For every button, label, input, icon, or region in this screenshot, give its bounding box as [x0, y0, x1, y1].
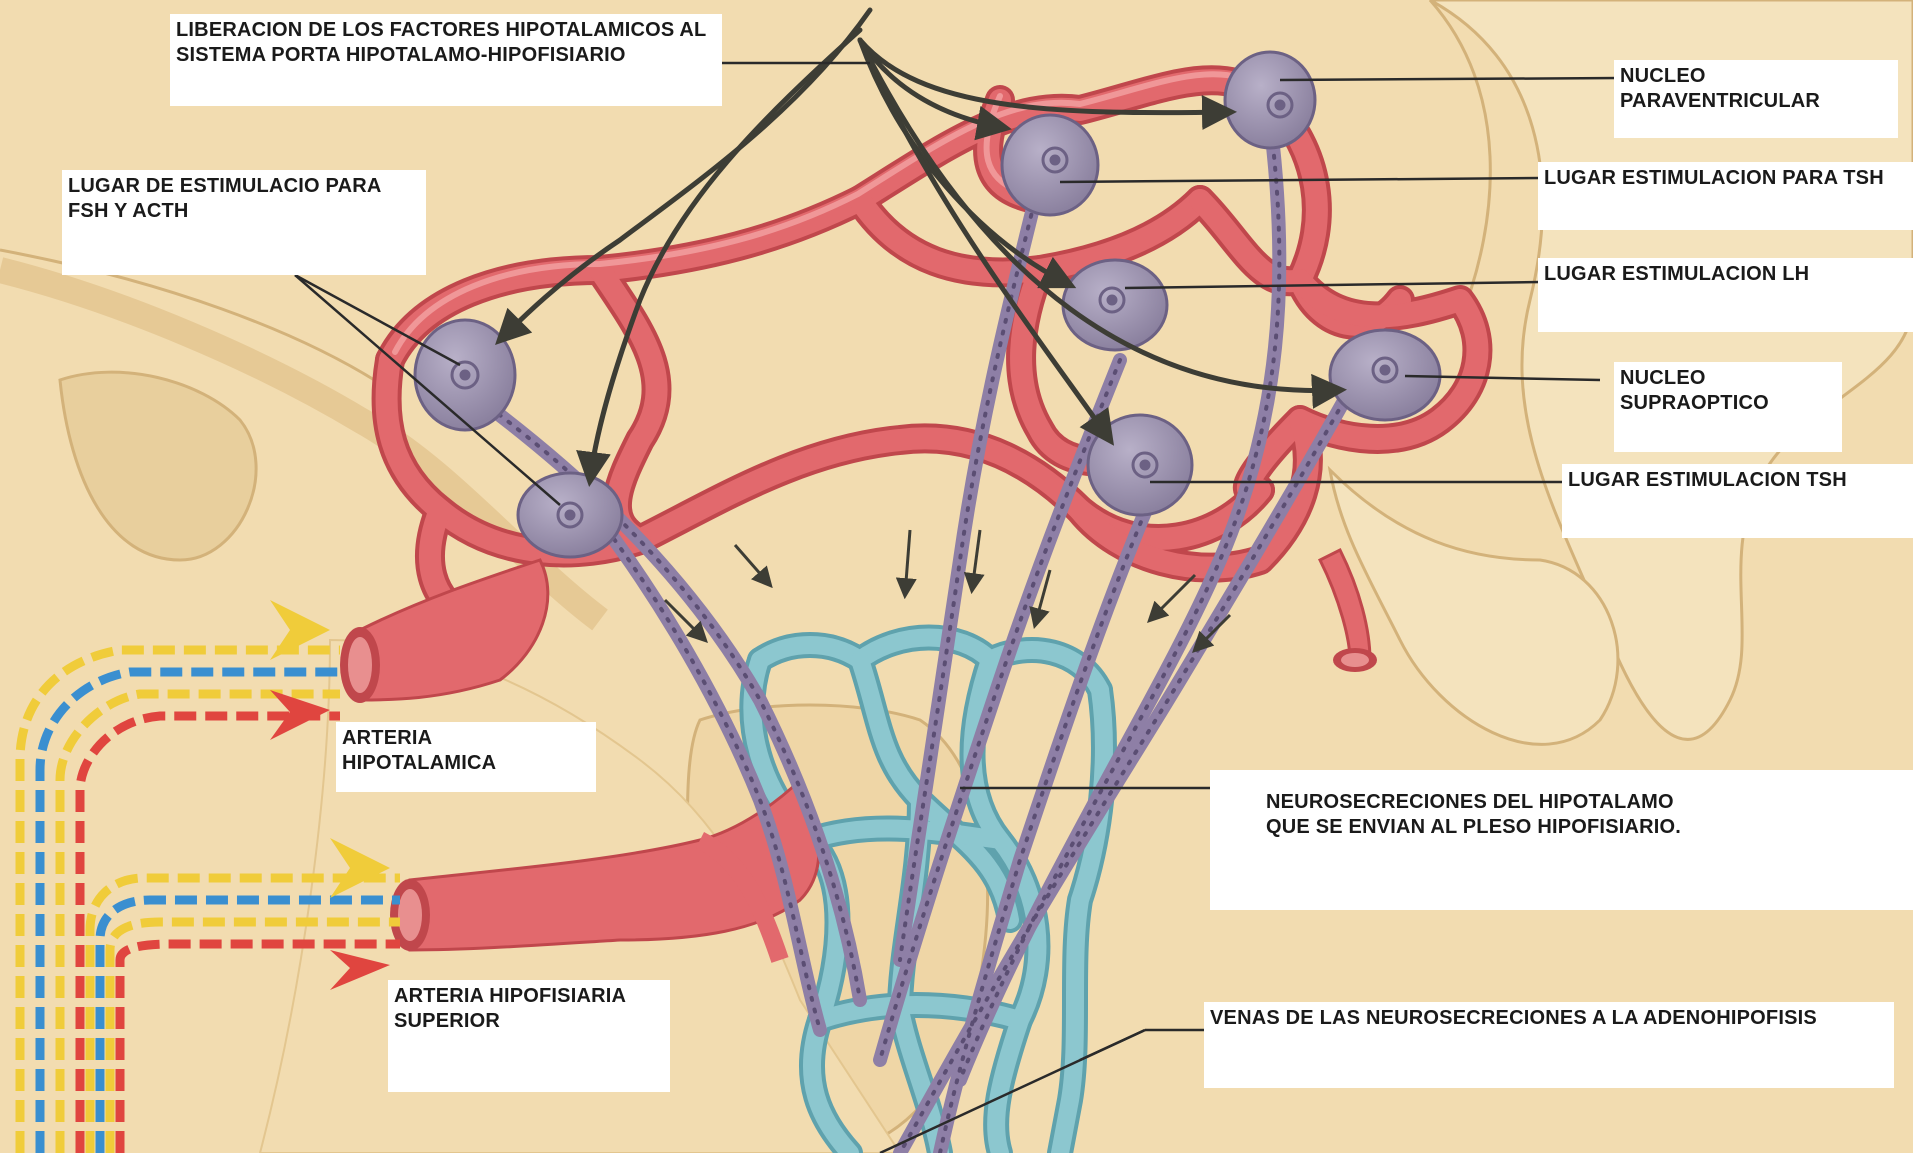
neuron-fsh-acth-lower [518, 473, 622, 557]
label-lugar-lh-line1: LUGAR ESTIMULACION LH [1544, 262, 1907, 287]
label-lugar-tsh-lower-line1: LUGAR ESTIMULACION TSH [1568, 468, 1907, 493]
label-nucleo-paraventricular-line1: NUCLEO [1620, 64, 1892, 89]
neuron-tsh-upper [1002, 115, 1098, 215]
label-lugar-tsh-upper-line1: LUGAR ESTIMULACION PARA TSH [1544, 166, 1907, 191]
label-liberacion-line1: LIBERACION DE LOS FACTORES HIPOTALAMICOS… [176, 18, 716, 43]
label-lugar-fsh-acth-line2: FSH Y ACTH [68, 199, 420, 224]
label-liberacion: LIBERACION DE LOS FACTORES HIPOTALAMICOS… [170, 14, 722, 106]
label-nucleo-paraventricular-line2: PARAVENTRICULAR [1620, 89, 1892, 114]
label-arteria-hipofisiaria: ARTERIA HIPOFISIARIA SUPERIOR [388, 980, 670, 1092]
label-neurosecreciones: NEUROSECRECIONES DEL HIPOTALAMO QUE SE E… [1210, 770, 1913, 910]
label-arteria-hipotalamica-line1: ARTERIA [342, 726, 590, 751]
neuron-paraventricular [1225, 52, 1315, 148]
label-lugar-fsh-acth-line1: LUGAR DE ESTIMULACIO PARA [68, 174, 420, 199]
label-arteria-hipotalamica: ARTERIA HIPOTALAMICA [336, 722, 596, 792]
label-arteria-hipotalamica-line2: HIPOTALAMICA [342, 751, 590, 776]
label-liberacion-line2: SISTEMA PORTA HIPOTALAMO-HIPOFISIARIO [176, 43, 716, 68]
label-lugar-tsh-upper: LUGAR ESTIMULACION PARA TSH [1538, 162, 1913, 230]
label-lugar-lh: LUGAR ESTIMULACION LH [1538, 258, 1913, 332]
label-nucleo-supraoptico-line2: SUPRAOPTICO [1620, 391, 1836, 416]
label-venas-line1: VENAS DE LAS NEUROSECRECIONES A LA ADENO… [1210, 1006, 1888, 1031]
label-lugar-fsh-acth: LUGAR DE ESTIMULACIO PARA FSH Y ACTH [62, 170, 426, 275]
label-venas: VENAS DE LAS NEUROSECRECIONES A LA ADENO… [1204, 1002, 1894, 1088]
label-lugar-tsh-lower: LUGAR ESTIMULACION TSH [1562, 464, 1913, 538]
label-nucleo-supraoptico-line1: NUCLEO [1620, 366, 1836, 391]
label-nucleo-paraventricular: NUCLEO PARAVENTRICULAR [1614, 60, 1898, 138]
label-neurosecreciones-line2: QUE SE ENVIAN AL PLESO HIPOFISIARIO. [1266, 815, 1907, 840]
label-arteria-hipofisiaria-line1: ARTERIA HIPOFISIARIA [394, 984, 664, 1009]
label-neurosecreciones-line1: NEUROSECRECIONES DEL HIPOTALAMO [1266, 790, 1907, 815]
label-arteria-hipofisiaria-line2: SUPERIOR [394, 1009, 664, 1034]
label-nucleo-supraoptico: NUCLEO SUPRAOPTICO [1614, 362, 1842, 452]
neuron-supraoptic [1330, 330, 1440, 420]
